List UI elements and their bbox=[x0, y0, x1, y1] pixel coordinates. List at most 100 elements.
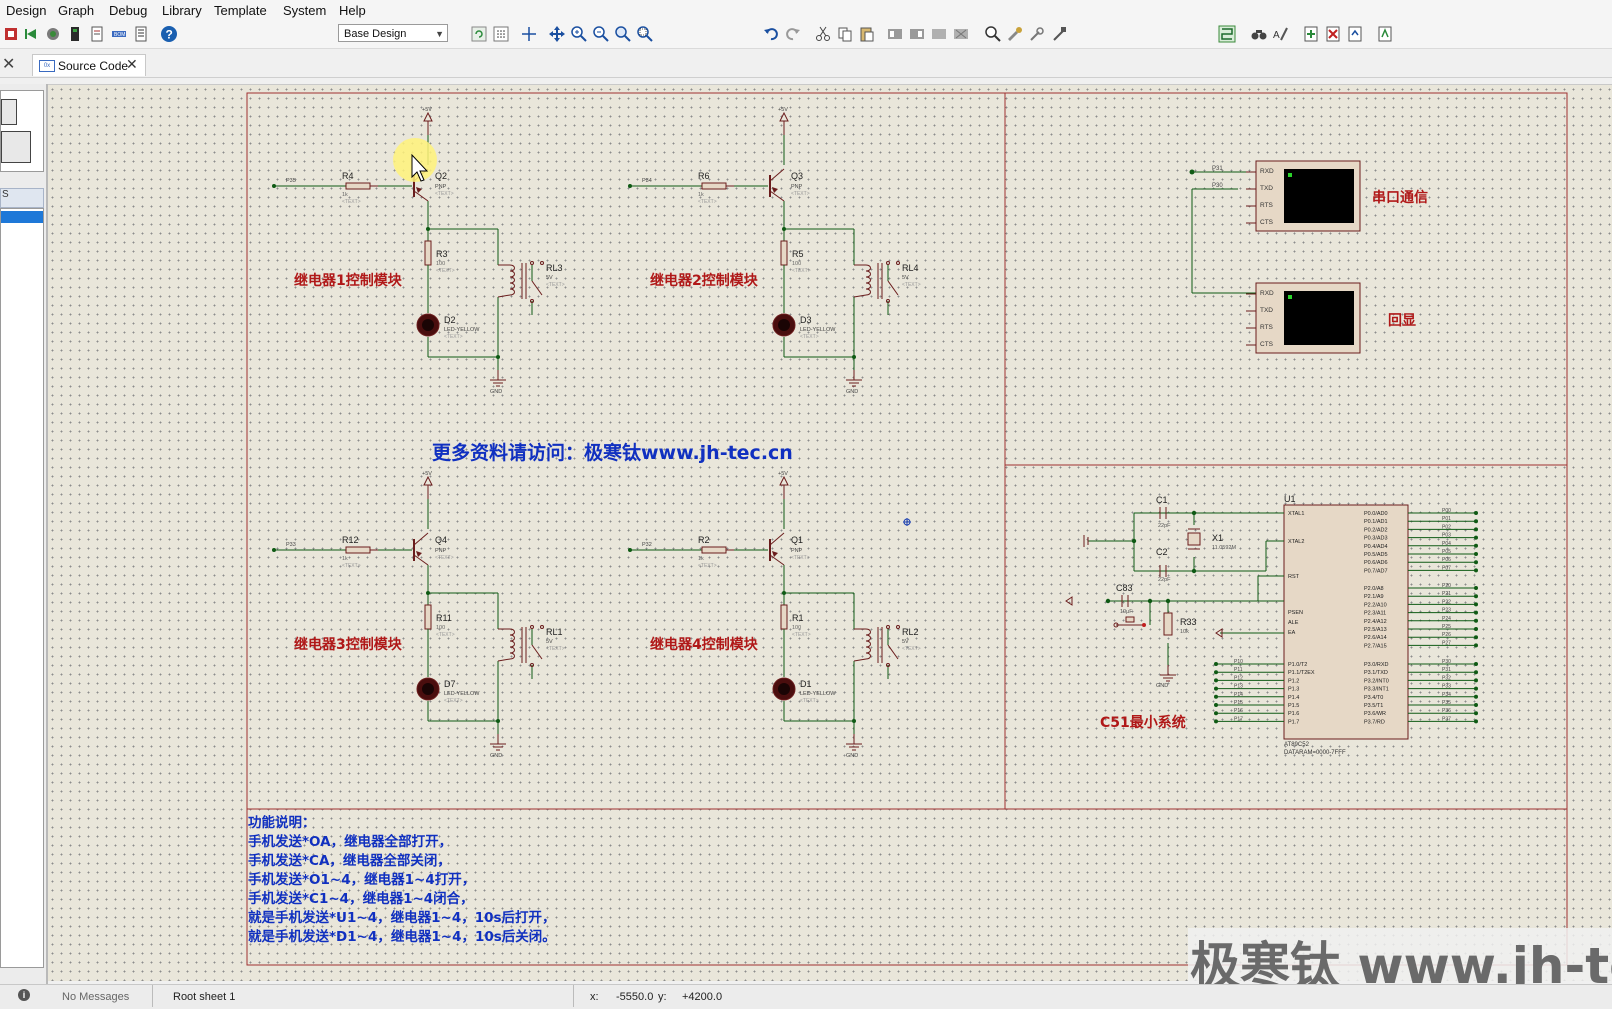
resistor-icon[interactable] bbox=[345, 546, 371, 554]
pick-device-icon[interactable] bbox=[984, 25, 1002, 43]
search-tag-icon[interactable] bbox=[1250, 25, 1268, 43]
zoom-out-icon[interactable] bbox=[592, 25, 610, 43]
relay-block-title: 继电器2控制模块 bbox=[650, 272, 759, 289]
info-icon[interactable]: i bbox=[18, 989, 30, 1001]
decompose-icon[interactable] bbox=[1050, 25, 1068, 43]
net-label: P16 bbox=[1234, 708, 1243, 714]
menu-help[interactable]: Help bbox=[339, 3, 366, 18]
virtual-terminal-1[interactable]: RXD TXD RTS CTS bbox=[1246, 160, 1361, 232]
property-tool-icon[interactable]: A bbox=[1272, 25, 1290, 43]
pnp-transistor-icon[interactable] bbox=[769, 168, 785, 202]
block-rotate-icon[interactable] bbox=[930, 25, 948, 43]
text-tag: <TEXT> bbox=[800, 698, 819, 704]
pnp-transistor-icon[interactable] bbox=[769, 532, 785, 566]
grid-icon[interactable] bbox=[492, 25, 510, 43]
x-coordinate: -5550.0 bbox=[616, 991, 654, 1003]
resistor-icon[interactable] bbox=[701, 182, 727, 190]
new-sheet-icon[interactable] bbox=[1302, 25, 1320, 43]
tab-source-code[interactable]: 0x Source Code ✕ bbox=[32, 54, 146, 76]
design-variant-select[interactable]: Base Design ▼ bbox=[338, 24, 448, 42]
back-icon[interactable] bbox=[22, 25, 40, 43]
redo-icon[interactable] bbox=[784, 25, 802, 43]
led-icon[interactable] bbox=[772, 313, 796, 337]
help-icon[interactable]: ? bbox=[160, 25, 178, 43]
zoom-area-icon[interactable] bbox=[636, 25, 654, 43]
bom-icon[interactable]: BOM bbox=[110, 25, 128, 43]
report-icon[interactable] bbox=[132, 25, 150, 43]
package-tool-icon[interactable] bbox=[1028, 25, 1046, 43]
net-label: P35 bbox=[286, 178, 296, 184]
resistor-value: 100 bbox=[792, 625, 801, 631]
menu-system[interactable]: System bbox=[283, 3, 327, 18]
led-ref: D2 bbox=[444, 315, 456, 325]
wire-autoroute-icon[interactable] bbox=[1218, 25, 1236, 43]
pnp-transistor-icon[interactable] bbox=[413, 532, 429, 566]
zoom-all-icon[interactable] bbox=[614, 25, 632, 43]
mcu-chip[interactable] bbox=[1283, 504, 1409, 740]
netlist-icon[interactable] bbox=[1376, 25, 1394, 43]
remove-sheet-icon[interactable] bbox=[1324, 25, 1342, 43]
led-icon[interactable] bbox=[416, 677, 440, 701]
resistor-icon[interactable] bbox=[701, 546, 727, 554]
make-device-icon[interactable] bbox=[1006, 25, 1024, 43]
relay-voltage: 5V bbox=[546, 639, 553, 645]
menu-design[interactable]: Design bbox=[6, 3, 47, 18]
resistor-icon[interactable] bbox=[345, 182, 371, 190]
block-delete-icon[interactable] bbox=[952, 25, 970, 43]
led-icon[interactable] bbox=[772, 677, 796, 701]
component-icon[interactable] bbox=[44, 25, 62, 43]
block-move-icon[interactable] bbox=[908, 25, 926, 43]
cut-icon[interactable] bbox=[814, 25, 832, 43]
new-design-icon[interactable] bbox=[2, 25, 20, 43]
zoom-in-icon[interactable] bbox=[570, 25, 588, 43]
relay-icon[interactable] bbox=[853, 625, 900, 667]
device-list-selected-item[interactable] bbox=[1, 211, 43, 223]
close-panel-icon[interactable]: ✕ bbox=[2, 56, 16, 73]
relay-icon[interactable] bbox=[497, 625, 544, 667]
origin-icon[interactable] bbox=[520, 25, 538, 43]
pin-cts: CTS bbox=[1260, 219, 1274, 226]
resistor-value: 1k bbox=[342, 556, 348, 562]
menu-template[interactable]: Template bbox=[214, 3, 267, 18]
tab-close-icon[interactable]: ✕ bbox=[126, 56, 138, 72]
note-line: 功能说明： bbox=[248, 814, 316, 831]
refresh-icon[interactable] bbox=[470, 25, 488, 43]
virtual-terminal-2[interactable]: RXD TXD RTS CTS bbox=[1246, 282, 1361, 354]
mcu-pin-label: P3.2/INT0 bbox=[1364, 678, 1389, 684]
menu-graph[interactable]: Graph bbox=[58, 3, 95, 18]
overview-window[interactable] bbox=[0, 90, 44, 172]
resistor-icon[interactable] bbox=[424, 240, 432, 266]
pan-icon[interactable] bbox=[548, 25, 566, 43]
resistor-icon[interactable] bbox=[780, 240, 788, 266]
resistor-icon[interactable] bbox=[424, 604, 432, 630]
led-icon[interactable] bbox=[416, 313, 440, 337]
vcc-label: +5V bbox=[422, 471, 432, 477]
paste-icon[interactable] bbox=[858, 25, 876, 43]
undo-icon[interactable] bbox=[762, 25, 780, 43]
pin-cts: CTS bbox=[1260, 341, 1274, 348]
message-status[interactable]: No Messages bbox=[62, 991, 130, 1003]
reset-button[interactable] bbox=[1113, 616, 1146, 628]
relay-icon[interactable] bbox=[853, 261, 900, 303]
chip-icon[interactable] bbox=[66, 25, 84, 43]
mcu-pin-label: P0.6/AD6 bbox=[1364, 560, 1388, 566]
mcu-pin-label: P1.4 bbox=[1288, 695, 1299, 701]
document-icon[interactable] bbox=[88, 25, 106, 43]
copy-icon[interactable] bbox=[836, 25, 854, 43]
block-copy-icon[interactable] bbox=[886, 25, 904, 43]
resistor-icon[interactable] bbox=[780, 604, 788, 630]
relay-icon[interactable] bbox=[497, 261, 544, 303]
function-notes: 功能说明：手机发送*OA，继电器全部打开，手机发送*CA，继电器全部关闭，手机发… bbox=[248, 814, 556, 945]
gnd-label: GND bbox=[490, 753, 502, 759]
text-tag: <TEXT> bbox=[792, 632, 811, 638]
mcu-pin-label: P0.1/AD1 bbox=[1364, 519, 1388, 525]
text-tag: <TEXT> bbox=[791, 191, 810, 197]
device-list[interactable] bbox=[0, 208, 44, 968]
menu-library[interactable]: Library bbox=[162, 3, 202, 18]
exit-to-parent-icon[interactable] bbox=[1346, 25, 1364, 43]
c1-label: C1 bbox=[1156, 495, 1168, 505]
menu-debug[interactable]: Debug bbox=[109, 3, 148, 18]
